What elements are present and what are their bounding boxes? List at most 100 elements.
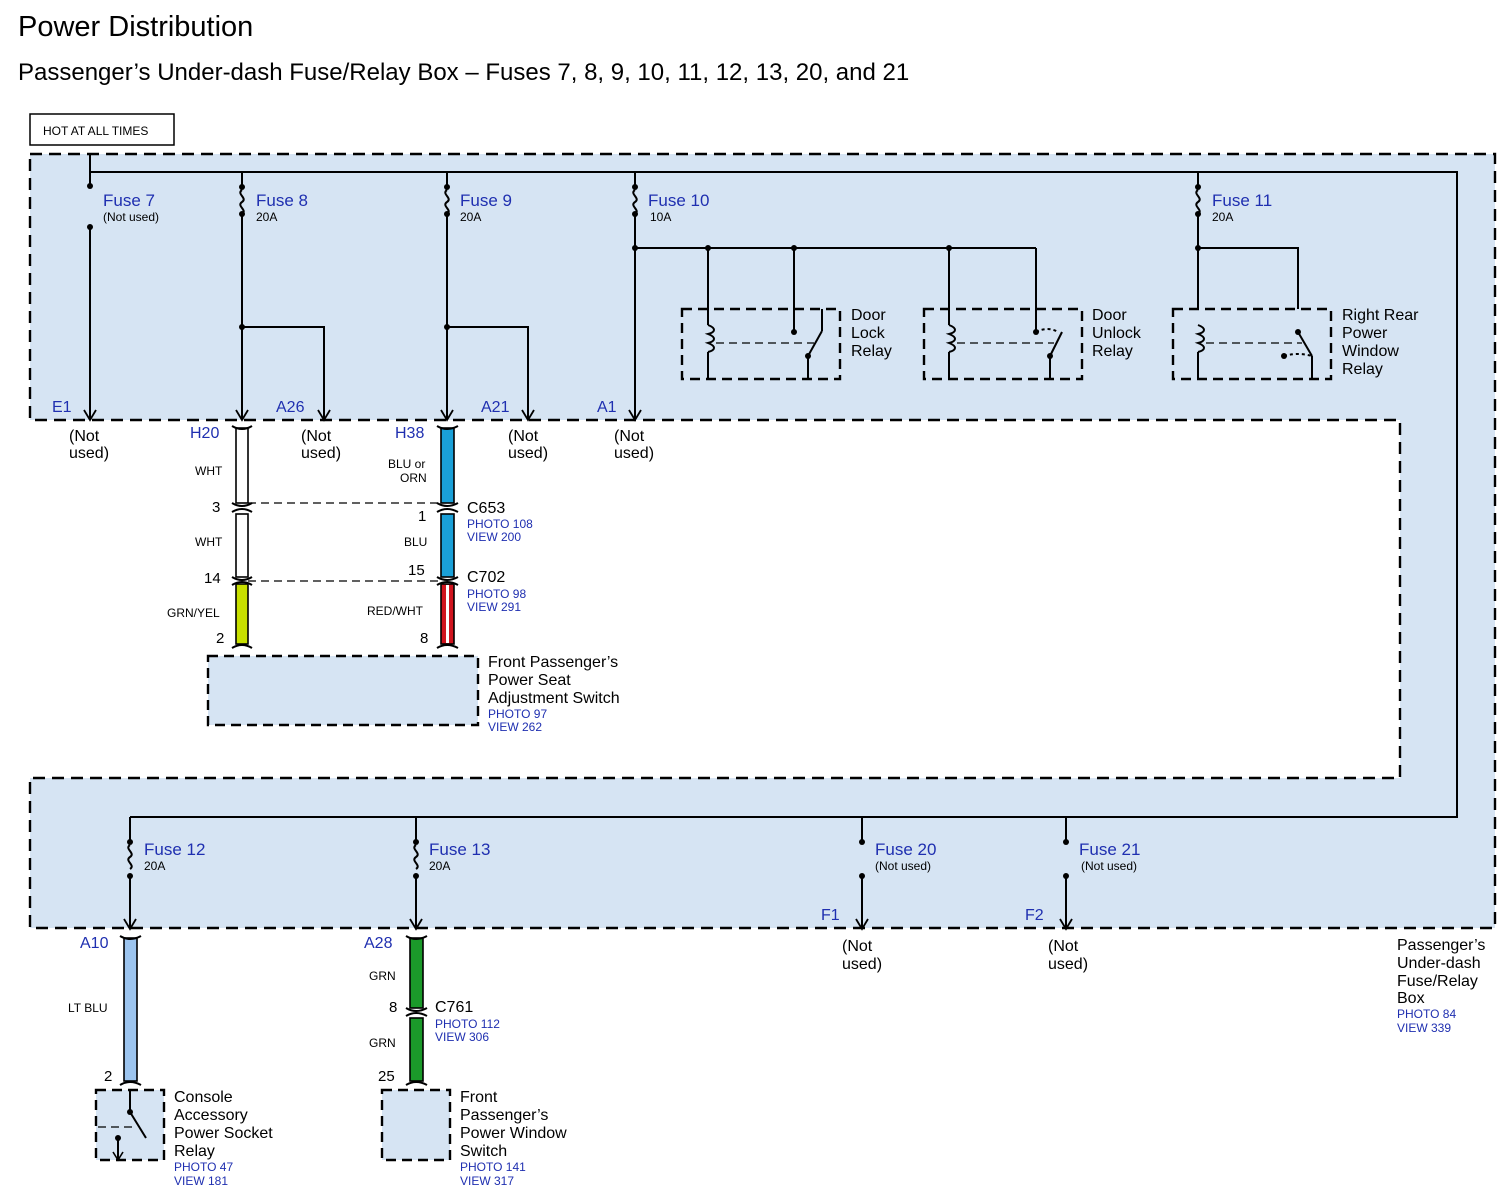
seat-switch-photo: PHOTO 97	[488, 707, 547, 721]
pin-window: 25	[378, 1068, 395, 1085]
wire-h38-color-a1: BLU or	[388, 457, 425, 471]
seat-switch-box	[206, 654, 480, 727]
wire-a10-color: LT BLU	[68, 1001, 108, 1015]
fuse-11-label: Fuse 11	[1212, 191, 1272, 210]
f1-not-used-2: used)	[842, 956, 882, 973]
socket-relay-label-1: Console	[174, 1089, 233, 1106]
fuse-9-rating: 20A	[460, 210, 481, 224]
fuse-12-rating: 20A	[144, 859, 165, 873]
page-title: Power Distribution	[18, 11, 253, 43]
fuse-box-label-1: Passenger’s	[1397, 937, 1485, 954]
connector-c702: C702	[467, 569, 505, 586]
a21-not-used-1: (Not	[508, 428, 539, 445]
terminal-f1: F1	[821, 907, 840, 924]
fuse-13	[409, 839, 423, 931]
connector-c761-view: VIEW 306	[435, 1030, 489, 1044]
wire-a28-color-a: GRN	[369, 969, 396, 983]
terminal-e1: E1	[52, 399, 72, 416]
door-unlock-relay	[922, 248, 1084, 381]
window-switch-view: VIEW 317	[460, 1174, 514, 1188]
wire-a28	[405, 935, 428, 1086]
a21-not-used-2: used)	[508, 445, 548, 462]
pin-c761: 8	[389, 999, 397, 1016]
fuse-12	[123, 839, 137, 931]
fuse-13-rating: 20A	[429, 859, 450, 873]
pin-c702-right: 15	[408, 562, 425, 579]
wire-h38	[436, 425, 459, 649]
fuse-box-view: VIEW 339	[1397, 1021, 1451, 1035]
fuse-13-label: Fuse 13	[429, 840, 490, 859]
fuse-11-rating: 20A	[1212, 210, 1233, 224]
seat-switch-label-3: Adjustment Switch	[488, 690, 620, 707]
rr-relay-label-3: Window	[1342, 343, 1399, 360]
rr-relay-label-4: Relay	[1342, 361, 1383, 378]
pin-c702-left: 14	[204, 570, 221, 587]
terminal-a21: A21	[481, 399, 510, 416]
door-lock-relay-label-2: Lock	[851, 325, 886, 342]
fuse-7-rating: (Not used)	[103, 210, 159, 224]
connector-c702-view: VIEW 291	[467, 600, 521, 614]
wire-h38-color-b: BLU	[404, 535, 427, 549]
connector-c653-photo: PHOTO 108	[467, 517, 533, 531]
fuse-20-label: Fuse 20	[875, 840, 936, 859]
rr-relay-label-2: Power	[1342, 325, 1388, 342]
page-subtitle: Passenger’s Under-dash Fuse/Relay Box – …	[18, 59, 909, 86]
fuse-21	[1059, 839, 1073, 931]
f2-not-used-2: used)	[1048, 956, 1088, 973]
fuse-12-label: Fuse 12	[144, 840, 205, 859]
fuse-box-photo: PHOTO 84	[1397, 1007, 1456, 1021]
connector-c653-view: VIEW 200	[467, 530, 521, 544]
terminal-a26: A26	[276, 399, 305, 416]
wire-h38-color-c: RED/WHT	[367, 604, 424, 618]
connector-c761-photo: PHOTO 112	[435, 1017, 500, 1031]
socket-relay	[94, 1088, 166, 1162]
right-rear-window-relay	[1171, 307, 1333, 381]
seat-switch-label-2: Power Seat	[488, 672, 571, 689]
door-unlock-relay-label-2: Unlock	[1092, 325, 1142, 342]
fuse-box-label-2: Under-dash	[1397, 955, 1481, 972]
fuse-8-rating: 20A	[256, 210, 277, 224]
fuse-8-label: Fuse 8	[256, 191, 308, 210]
hot-label-box	[29, 113, 175, 146]
terminal-a1: A1	[597, 399, 617, 416]
door-lock-relay	[680, 248, 842, 381]
terminal-a28: A28	[364, 935, 393, 952]
window-switch-label-2: Passenger’s	[460, 1107, 548, 1124]
fuse-21-label: Fuse 21	[1079, 840, 1140, 859]
pin-c653-left: 3	[212, 499, 220, 516]
pin-socket: 2	[104, 1068, 112, 1085]
terminal-h20: H20	[190, 425, 219, 442]
window-switch-label-4: Switch	[460, 1143, 507, 1160]
door-unlock-relay-label-1: Door	[1092, 307, 1127, 324]
pin-seat-right: 8	[420, 630, 428, 647]
window-switch-photo: PHOTO 141	[460, 1160, 526, 1174]
fuse-9-label: Fuse 9	[460, 191, 512, 210]
bus-main	[89, 155, 1458, 818]
wire-h20-color-c: GRN/YEL	[167, 606, 220, 620]
window-switch-box	[380, 1088, 452, 1162]
wire-h20-color-b: WHT	[195, 535, 223, 549]
socket-relay-photo: PHOTO 47	[174, 1160, 233, 1174]
hot-label: HOT AT ALL TIMES	[43, 124, 148, 138]
window-switch-label-3: Power Window	[460, 1125, 567, 1142]
fuse-21-rating: (Not used)	[1081, 859, 1137, 873]
fuse-9	[440, 172, 535, 422]
seat-switch-label-1: Front Passenger’s	[488, 654, 618, 671]
seat-switch-view: VIEW 262	[488, 720, 542, 734]
wire-h20	[231, 425, 253, 649]
fuse-box-label-4: Box	[1397, 990, 1425, 1007]
wire-h20-color-a: WHT	[195, 464, 223, 478]
fuse-7-label: Fuse 7	[103, 191, 155, 210]
connector-c761: C761	[435, 999, 473, 1016]
terminal-f2: F2	[1025, 907, 1044, 924]
window-switch-label-1: Front	[460, 1089, 498, 1106]
fuse-7	[83, 172, 97, 422]
e1-not-used-2: used)	[69, 445, 109, 462]
a1-not-used-2: used)	[614, 445, 654, 462]
a26-not-used-2: used)	[301, 445, 341, 462]
socket-relay-label-2: Accessory	[174, 1107, 248, 1124]
terminal-a10: A10	[80, 935, 109, 952]
fuse-20	[855, 839, 869, 931]
socket-relay-label-3: Power Socket	[174, 1125, 273, 1142]
